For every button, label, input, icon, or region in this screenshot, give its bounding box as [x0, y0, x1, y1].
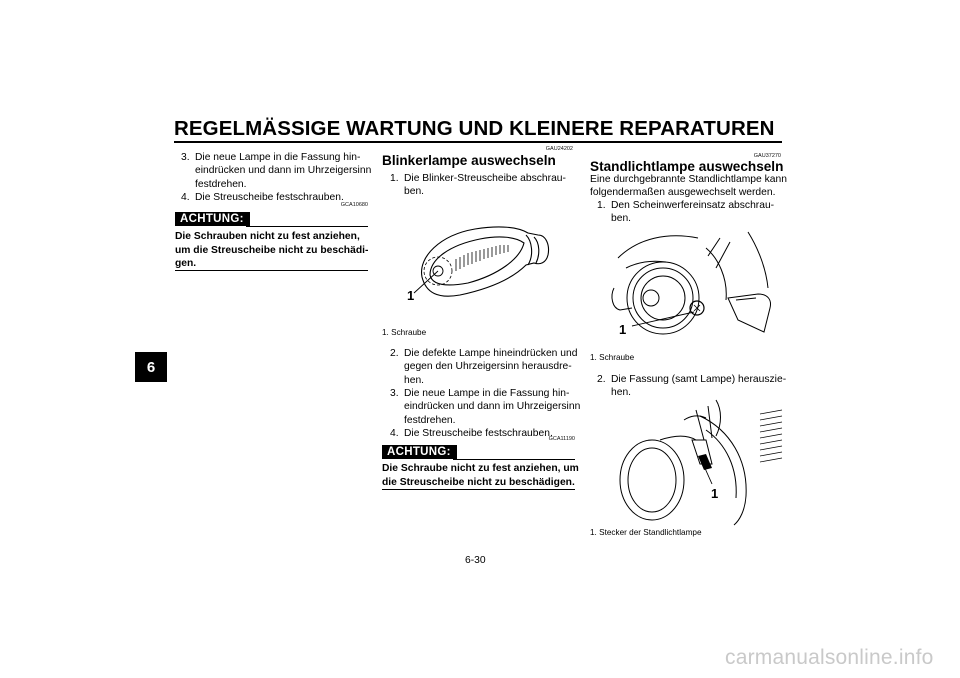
caution-label: ACHTUNG: — [175, 212, 250, 226]
step-1: 1. Die Blinker-Streuscheibe abschrau- be… — [390, 173, 566, 198]
page-number: 6-30 — [465, 555, 486, 566]
step-1: 1. Den Scheinwerfereinsatz abschrau- ben… — [597, 200, 775, 225]
section-title: Blinkerlampe auswechseln — [382, 153, 556, 168]
caution-bottom-rule — [175, 270, 368, 271]
caution-text: Die Schrauben nicht zu fest anziehen, um… — [175, 231, 369, 270]
figure-caption: 1. Schraube — [590, 353, 635, 362]
caution-label: ACHTUNG: — [382, 445, 457, 459]
caution-bottom-rule — [382, 489, 575, 490]
indicator-lens-figure — [413, 226, 550, 297]
figure-callout: 1 — [619, 322, 627, 337]
caution-rule — [246, 226, 368, 227]
caution-code: GCA11190 — [548, 436, 575, 442]
section-code: GAU37270 — [753, 153, 781, 159]
intro-text: Eine durchgebrannte Standlichtlampe kann… — [590, 174, 787, 199]
caution-rule — [453, 459, 575, 460]
column-1: 3. Die neue Lampe in die Fassung hin- ei… — [181, 152, 372, 203]
title-divider — [174, 141, 782, 143]
page-title: REGELMÄSSIGE WARTUNG UND KLEINERE REPARA… — [174, 117, 775, 140]
chapter-tab: 6 — [135, 352, 167, 382]
section-title: Standlichtlampe auswechseln — [590, 159, 784, 174]
caution-code: GCA10680 — [340, 202, 368, 208]
step-2: 2. Die Fassung (samt Lampe) herauszie- h… — [597, 374, 787, 399]
figure-callout: 1 — [711, 486, 719, 501]
figure-caption: 1. Stecker der Standlichtlampe — [590, 528, 702, 537]
figure-caption: 1. Schraube — [382, 328, 427, 337]
figure-callout: 1 — [407, 288, 415, 303]
watermark: carmanualsonline.info — [725, 646, 934, 669]
headlight-figure — [611, 231, 771, 335]
caution-text: Die Schraube nicht zu fest anziehen, um … — [382, 463, 579, 488]
section-code: GAU24202 — [545, 146, 573, 152]
socket-figure — [619, 399, 783, 526]
